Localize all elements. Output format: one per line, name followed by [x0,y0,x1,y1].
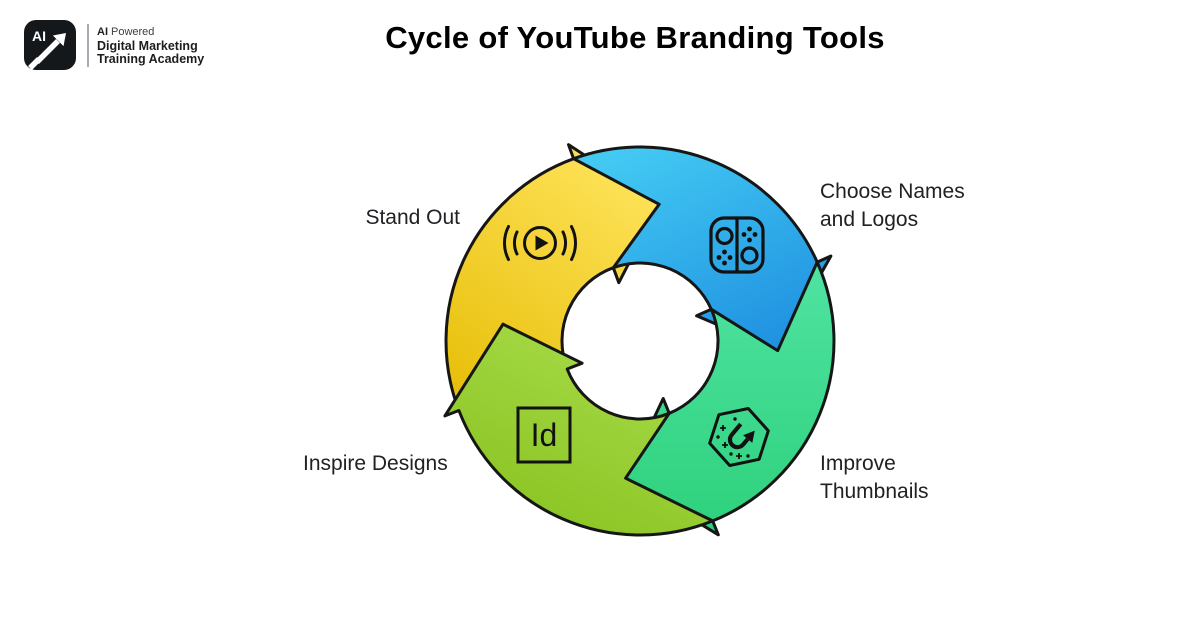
thumbnail-upgrade-icon [708,407,770,467]
cycle-arrow-stand-out [444,143,661,412]
brand-tagline-rest: Powered [111,26,155,38]
brand-tagline-bold: AI [97,26,108,38]
cycle-arrow-choose-names-and-logos [572,145,833,353]
switch-controller-icon [709,216,765,274]
logo-monogram: AI [32,28,46,44]
cycle-arrow-inspire-designs [443,322,715,537]
brand-logo: AI [24,20,76,70]
cycle-arrows [443,143,836,537]
cycle-arrow-improve-thumbnails [624,260,836,537]
brand-divider [87,24,89,67]
label-inspire-designs: Inspire Designs [303,452,448,475]
brand-name-line2: Digital Marketing [97,38,198,53]
label-improve-thumbnails: Improve Thumbnails [820,452,929,503]
brand-name-line3: Training Academy [97,52,205,66]
indesign-icon-text: Id [531,417,558,453]
label-choose-names-and-logos: Choose Names and Logos [820,180,965,231]
label-stand-out: Stand Out [365,206,460,229]
broadcast-play-icon [503,225,577,261]
growth-arrow-icon [28,33,66,70]
indesign-icon: Id [516,406,572,464]
page-title: Cycle of YouTube Branding Tools [385,20,885,55]
